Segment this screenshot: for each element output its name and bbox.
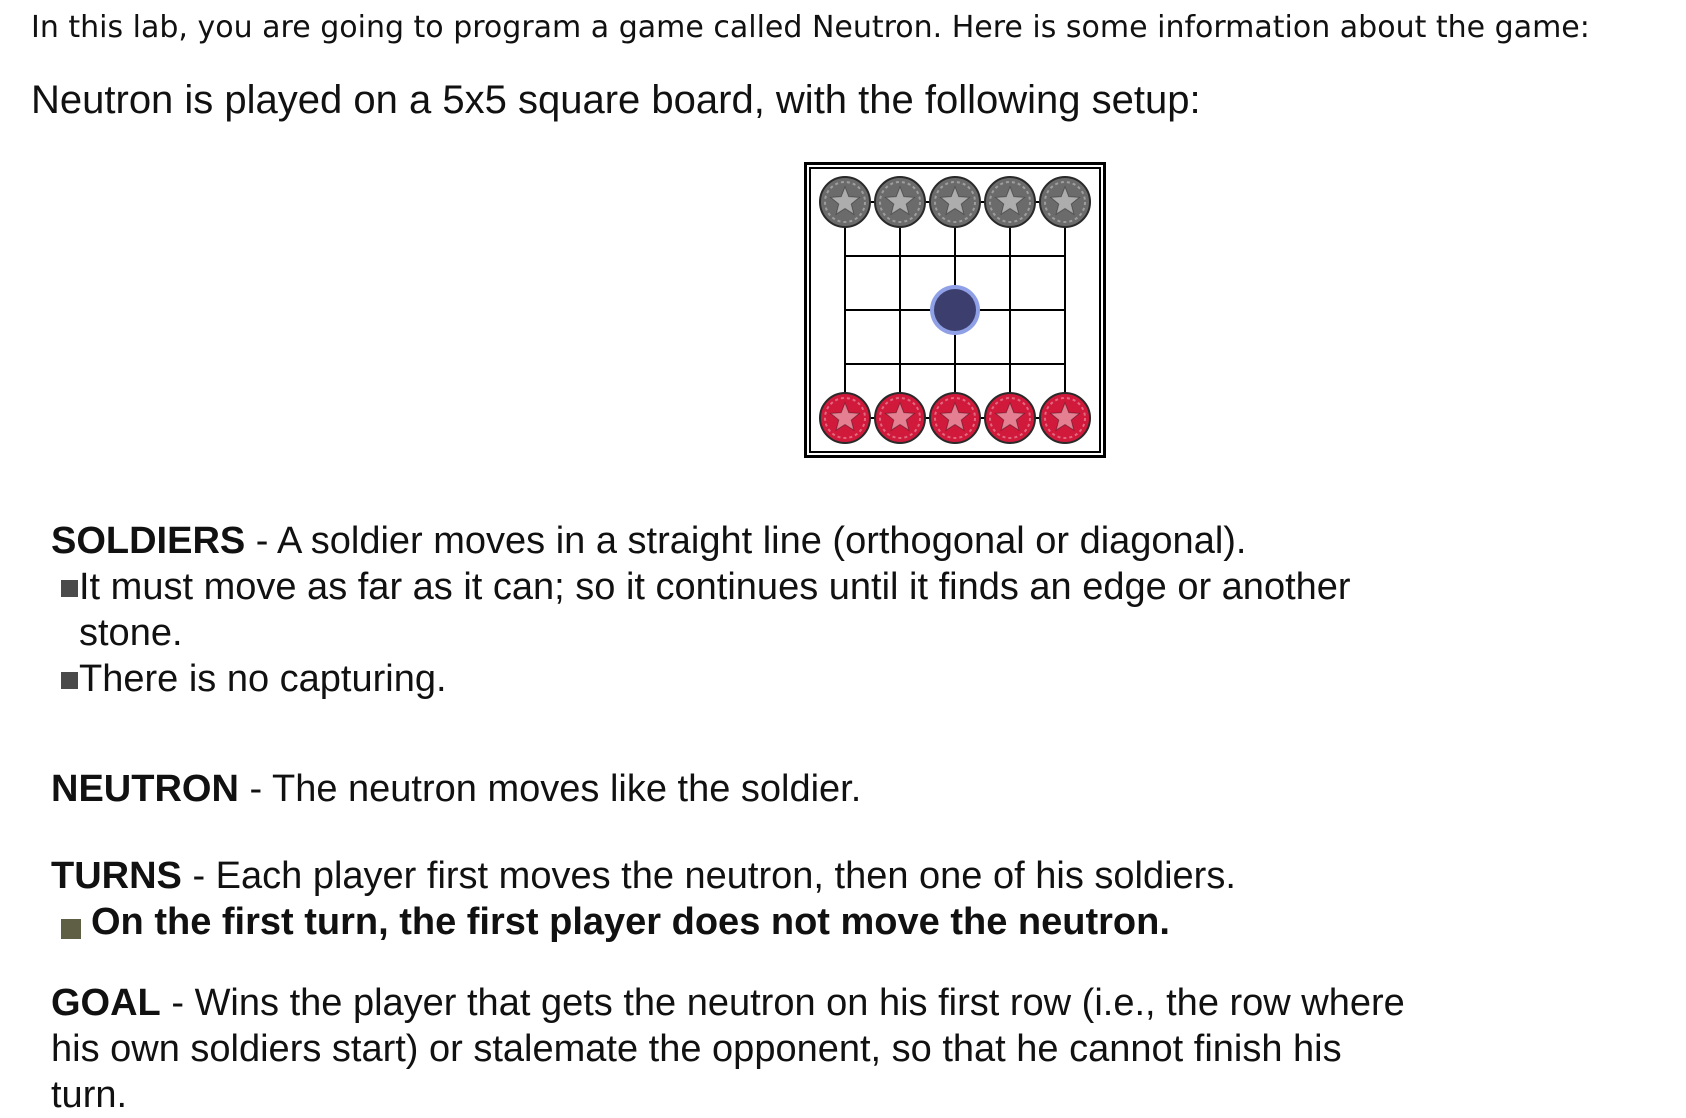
soldiers-bullet-1-continued: stone. (79, 612, 183, 654)
star-icon (884, 401, 916, 432)
gray-soldier-piece (874, 176, 926, 228)
red-soldier-piece-ring (989, 397, 1031, 439)
goal-line-2: his own soldiers start) or stalemate the… (51, 1028, 1342, 1070)
star-icon (939, 401, 971, 432)
turns-bullet-1-text: On the first turn, the first player does… (91, 901, 1170, 943)
turns-sep: - (181, 855, 216, 897)
red-soldier-piece (819, 392, 871, 444)
red-soldier-piece-ring (1044, 397, 1086, 439)
gray-soldier-piece-ring (1044, 181, 1086, 223)
soldiers-bullet-1-text: It must move as far as it can; so it con… (79, 566, 1351, 608)
soldiers-text: A soldier moves in a straight line (orth… (276, 520, 1247, 562)
bullet-square-icon (61, 580, 78, 597)
red-soldier-piece (984, 392, 1036, 444)
red-soldier-piece-ring (824, 397, 866, 439)
goal-sep: - (160, 982, 195, 1024)
gray-soldier-piece-ring (934, 181, 976, 223)
neutron-board (804, 162, 1106, 458)
star-icon (829, 185, 861, 216)
soldiers-heading: SOLDIERS (51, 520, 246, 562)
goal-section: GOAL - Wins the player that gets the neu… (51, 980, 1521, 1118)
goal-heading: GOAL (51, 982, 161, 1024)
gray-soldier-piece (929, 176, 981, 228)
gray-soldier-piece-ring (879, 181, 921, 223)
turns-section: TURNS - Each player first moves the neut… (51, 853, 1521, 945)
soldiers-sep: - (245, 520, 277, 562)
goal-line-3: turn. (51, 1074, 128, 1116)
star-icon (884, 185, 916, 216)
star-icon (1049, 185, 1081, 216)
red-soldier-piece (874, 392, 926, 444)
goal-line-1: Wins the player that gets the neutron on… (194, 982, 1405, 1024)
gray-soldier-piece (819, 176, 871, 228)
neutron-piece (934, 289, 976, 331)
red-soldier-piece-ring (934, 397, 976, 439)
turns-heading: TURNS (51, 855, 182, 897)
turns-text: Each player first moves the neutron, the… (215, 855, 1236, 897)
soldiers-bullet-2: There is no capturing. (51, 656, 1521, 702)
red-soldier-piece (929, 392, 981, 444)
neutron-heading: NEUTRON (51, 768, 239, 810)
star-icon (829, 401, 861, 432)
soldiers-bullet-1: It must move as far as it can; so it con… (51, 564, 1521, 610)
red-soldier-piece-ring (879, 397, 921, 439)
star-icon (994, 401, 1026, 432)
gray-soldier-piece-ring (989, 181, 1031, 223)
bullet-square-icon (61, 672, 78, 689)
soldiers-bullet-2-text: There is no capturing. (79, 658, 447, 700)
neutron-sep: - (238, 768, 272, 810)
gray-soldier-piece-ring (824, 181, 866, 223)
neutron-text: The neutron moves like the soldier. (271, 768, 862, 810)
red-soldier-piece (1039, 392, 1091, 444)
turns-bullet-1: On the first turn, the first player does… (51, 899, 1521, 945)
gray-soldier-piece (984, 176, 1036, 228)
neutron-section: NEUTRON - The neutron moves like the sol… (51, 766, 1521, 812)
star-icon (994, 185, 1026, 216)
star-icon (939, 185, 971, 216)
setup-text: Neutron is played on a 5x5 square board,… (31, 78, 1201, 122)
soldiers-section: SOLDIERS - A soldier moves in a straight… (51, 518, 1521, 702)
gray-soldier-piece (1039, 176, 1091, 228)
intro-text: In this lab, you are going to program a … (31, 10, 1590, 45)
bullet-square-icon (61, 919, 81, 939)
board-svg (804, 162, 1106, 458)
star-icon (1049, 401, 1081, 432)
